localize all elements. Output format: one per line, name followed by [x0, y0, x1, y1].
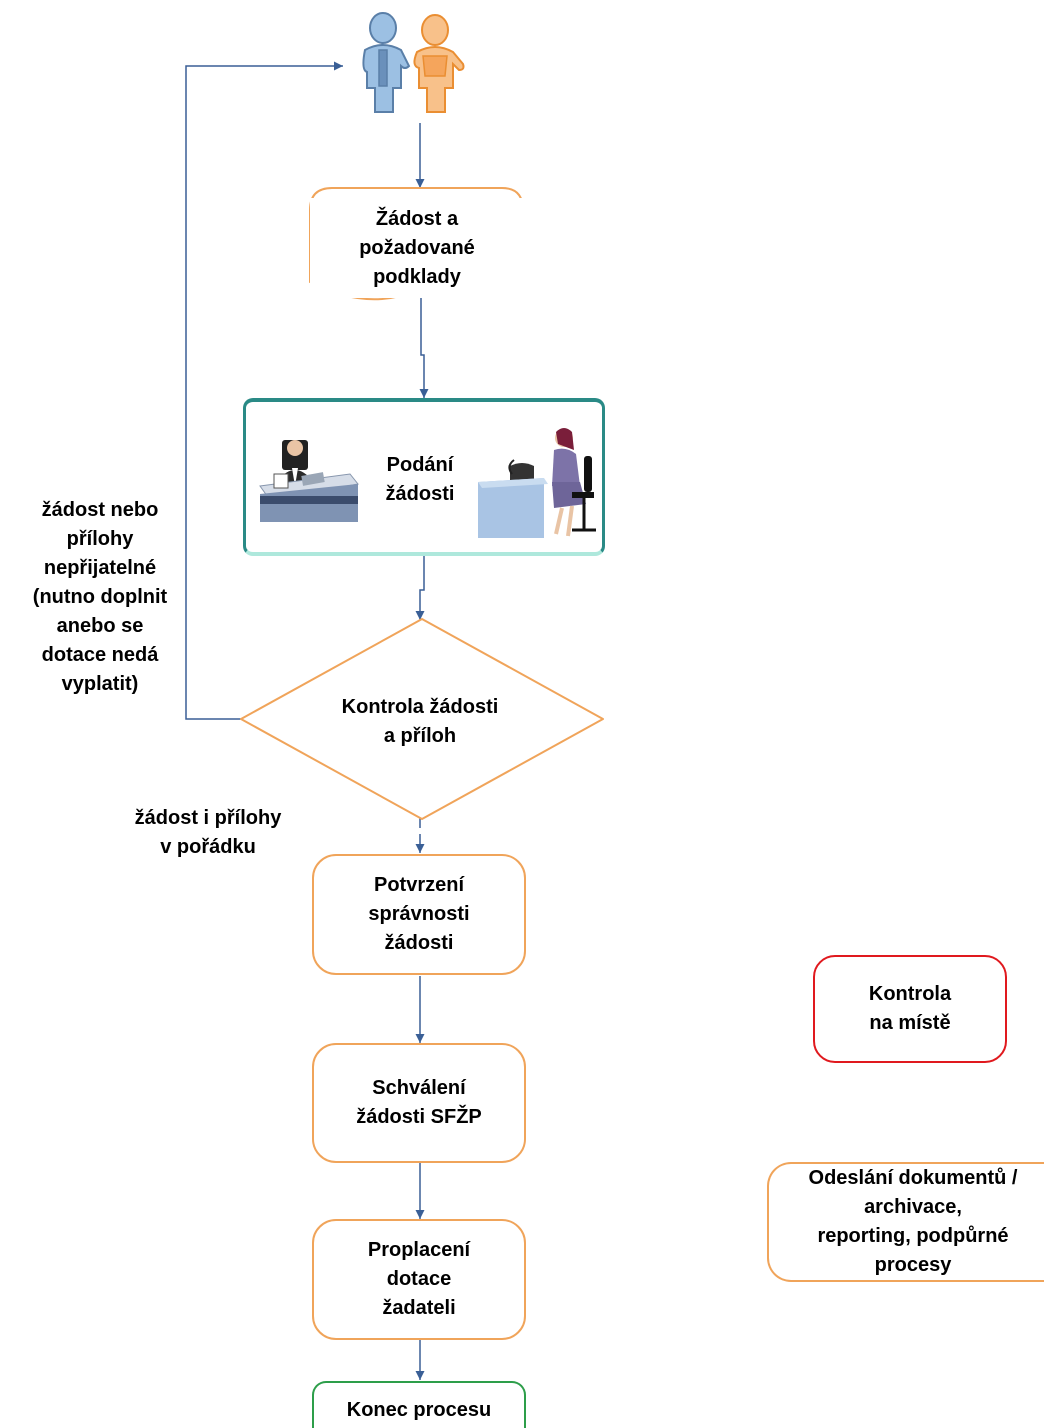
- node-podani: Podání žádosti: [385, 454, 455, 505]
- node-konec: Konec procesu: [312, 1381, 526, 1428]
- people-icon: [362, 12, 465, 113]
- node-odeslani: Odeslání dokumentů / archivace, reportin…: [767, 1162, 1044, 1282]
- node-podani-frame: [243, 398, 605, 556]
- decision-diamond: [240, 618, 604, 820]
- node-zadost-podklady: Žádost a požadované podklady: [310, 198, 524, 298]
- node-proplaceni: Proplacení dotace žadateli: [312, 1219, 526, 1340]
- node-schvaleni: Schválení žádosti SFŽP: [312, 1043, 526, 1163]
- label-nepřijatelne: žádost nebo přílohy nepřijatelné (nutno …: [32, 499, 168, 695]
- node-kontrola-zadosti: Kontrola žádosti a příloh: [341, 696, 499, 747]
- woman-at-desk-icon: [478, 428, 596, 538]
- node-potvrzeni: Potvrzení správnosti žádosti: [312, 854, 526, 975]
- connector-podani-to-kontrola: [415, 556, 425, 620]
- label-v-poradku: žádost i přílohy v pořádku: [134, 807, 282, 858]
- node-kontrola-na-miste: Kontrola na místě: [813, 955, 1007, 1063]
- man-at-desk-icon: [259, 440, 359, 522]
- connector-zadost-to-podani: [419, 290, 429, 398]
- connector-reject-loop: [185, 61, 343, 720]
